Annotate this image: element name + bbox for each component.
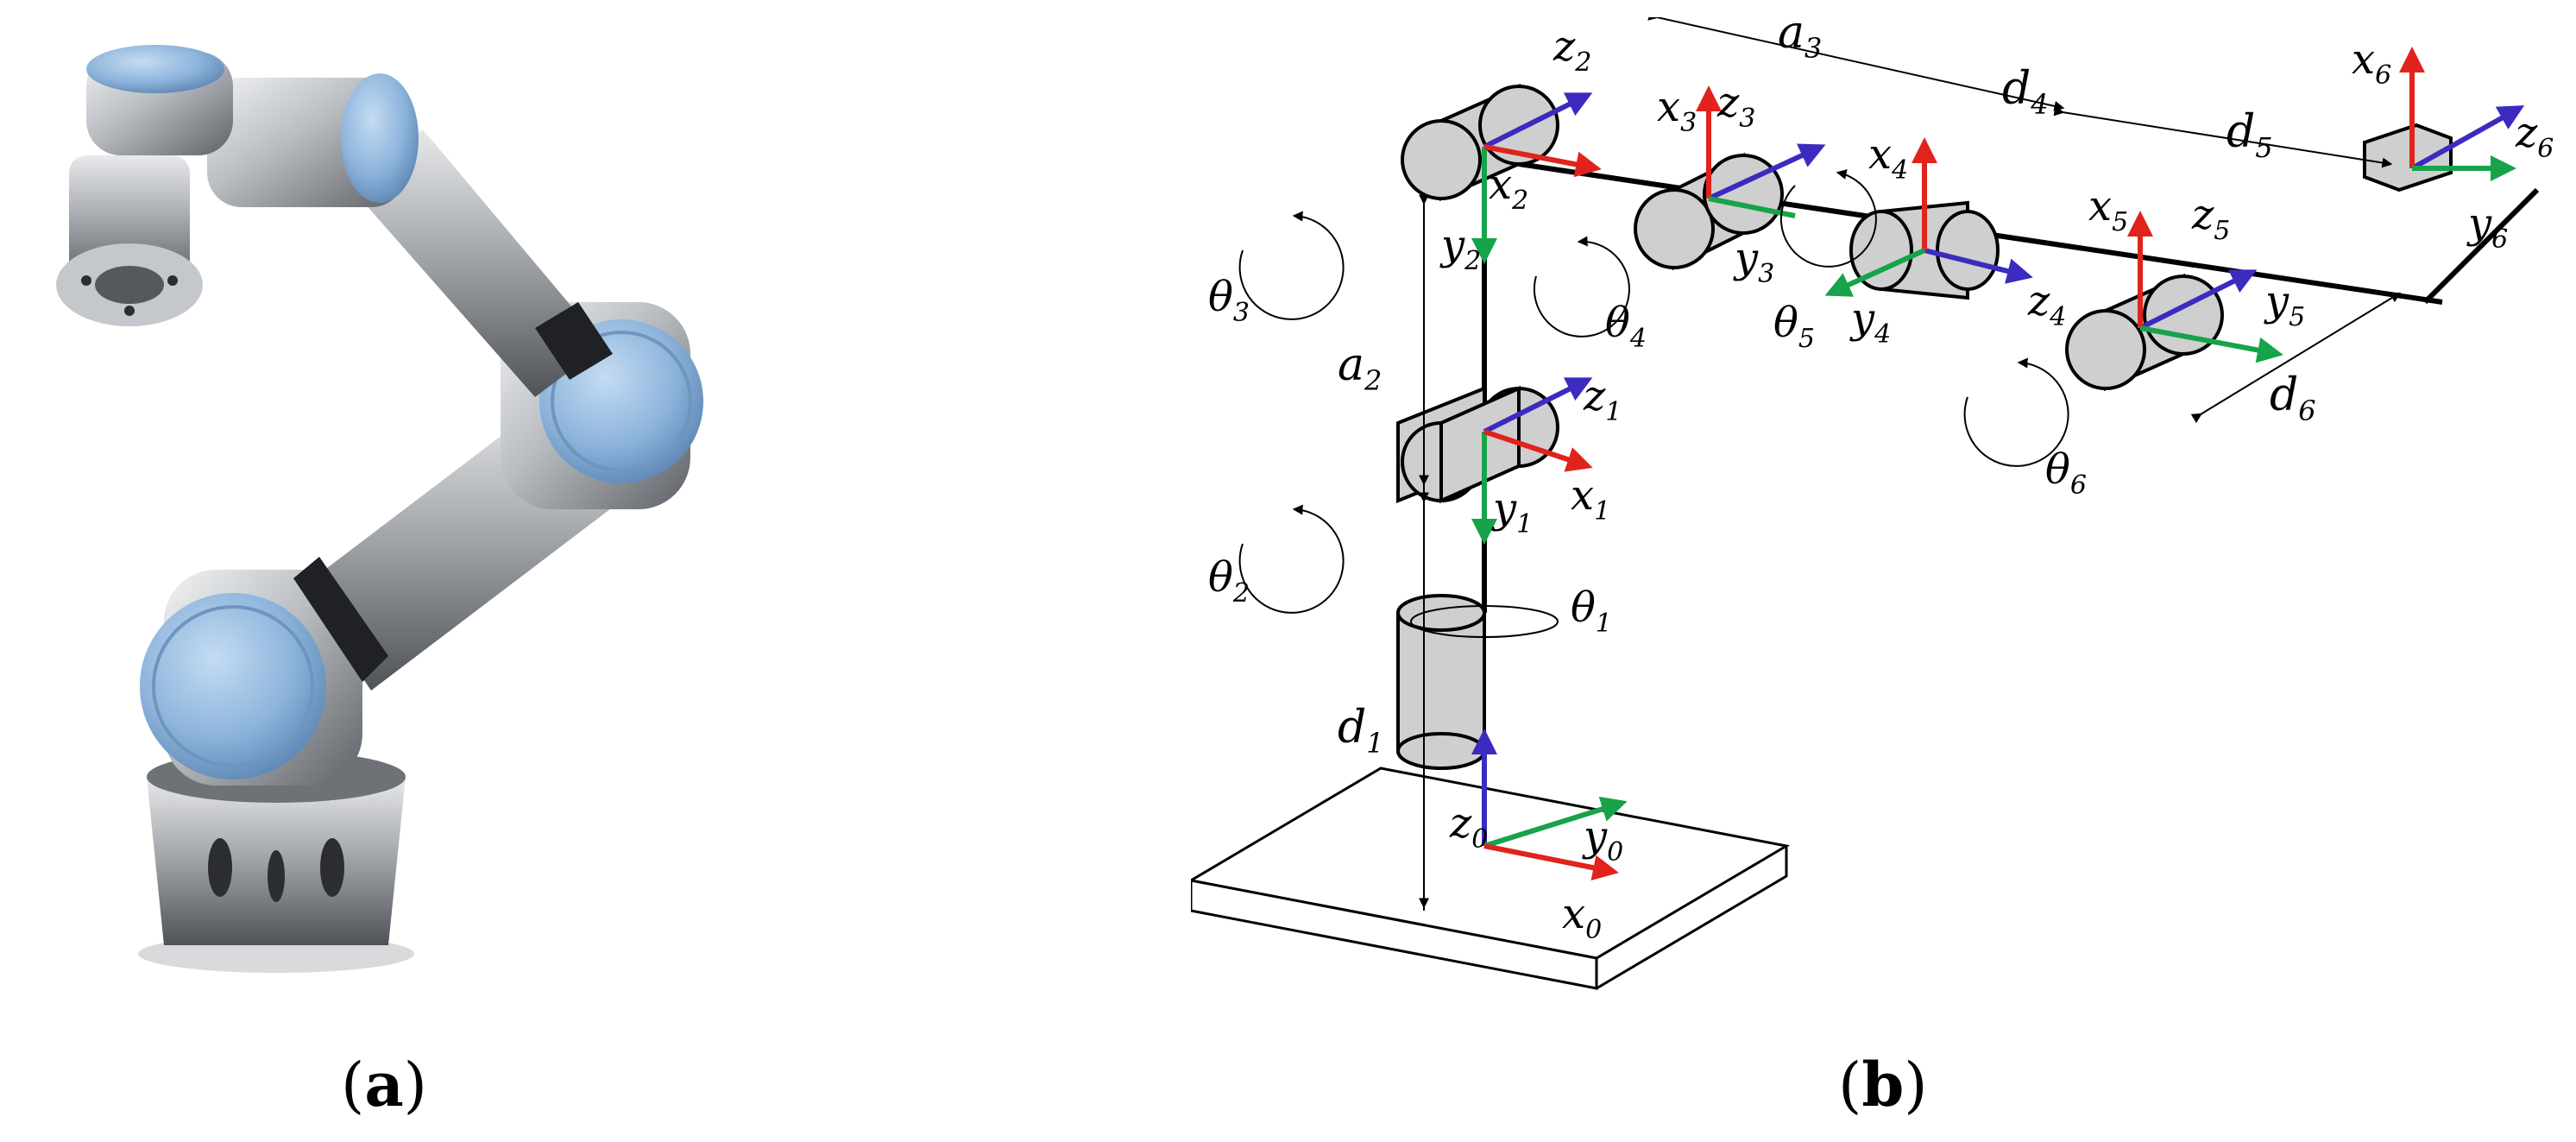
frame-labels: z0 y0 x0 z1 y1 x1 z2 y2 x2 z3 y3 x3 z4 y… [1439,22,2554,945]
label-x0: x0 [1562,890,1602,945]
label-theta1: θ1 [1571,584,1612,639]
y0-axis [1483,796,1628,849]
joint-6-cylinder [2065,273,2224,392]
label-x6: x6 [2352,35,2391,91]
dimension-lines [1419,17,2402,911]
y3-axis [1708,196,1796,218]
joint-4-cylinder [1634,152,1784,271]
z2-axis [1483,92,1593,149]
label-z3: z3 [1716,79,1755,134]
label-z1: z1 [1583,372,1622,427]
label-a2: a2 [1338,339,1382,397]
wrist-joint-1 [207,73,419,207]
x2-axis [1483,144,1602,178]
label-z6: z6 [2515,109,2554,164]
joint-3-cylinder [1401,83,1559,202]
label-theta5: θ5 [1773,299,1815,354]
label-d1: d1 [1338,702,1384,760]
label-y0: y0 [1582,812,1623,868]
rotation-arcs [1238,169,2069,638]
z6-axis [2410,105,2525,171]
label-y1: y1 [1491,484,1533,539]
tool-block [2363,123,2453,192]
label-d6: d6 [2270,369,2316,427]
y4-axis [1824,248,1926,297]
label-x5: x5 [2088,182,2128,237]
label-z5: z5 [2191,191,2230,246]
label-d5: d5 [2226,106,2273,164]
base-plate [1191,767,1791,990]
label-y2: y2 [1439,221,1481,276]
kinematic-diagram: z0 y0 x0 z1 y1 x1 z2 y2 x2 z3 y3 x3 z4 y… [1191,17,2554,990]
wrist-joint-2 [86,45,233,155]
coordinate-axes [1471,47,2525,881]
z4-axis [1924,248,2033,284]
z1-axis [1483,377,1593,434]
label-y5: y5 [2264,277,2305,332]
label-theta6: θ6 [2045,445,2087,501]
label-z4: z4 [2027,277,2066,332]
x1-axis [1483,429,1593,472]
label-a3: a3 [1778,17,1822,65]
label-y4: y4 [1849,294,1891,350]
joint-angle-labels: θ1 θ2 θ3 θ4 θ5 θ6 [1208,273,2087,639]
caption-a: (a) [341,1049,427,1120]
tool-flange [56,155,203,326]
label-x4: x4 [1868,130,1908,186]
label-x3: x3 [1657,83,1697,138]
y5-axis [2139,325,2283,363]
caption-b: (b) [1838,1049,1928,1120]
label-y3: y3 [1733,234,1774,289]
label-theta3: θ3 [1208,273,1250,328]
label-z2: z2 [1553,22,1591,78]
label-theta4: θ4 [1605,299,1647,354]
label-x1: x1 [1571,471,1610,527]
upper-arm-link [345,129,613,397]
label-z0: z0 [1449,799,1488,855]
dimension-labels: a2 a3 d1 d4 d5 d6 [1338,17,2316,760]
label-x2: x2 [1489,161,1528,216]
z5-axis [2138,269,2258,331]
robot-arm-photo [56,45,703,973]
x0-axis [1483,843,1619,881]
label-theta2: θ2 [1208,553,1250,609]
label-d4: d4 [2002,63,2049,121]
shoulder-joint [140,570,362,786]
z3-axis [1707,143,1826,201]
label-y6: y6 [2466,199,2508,255]
